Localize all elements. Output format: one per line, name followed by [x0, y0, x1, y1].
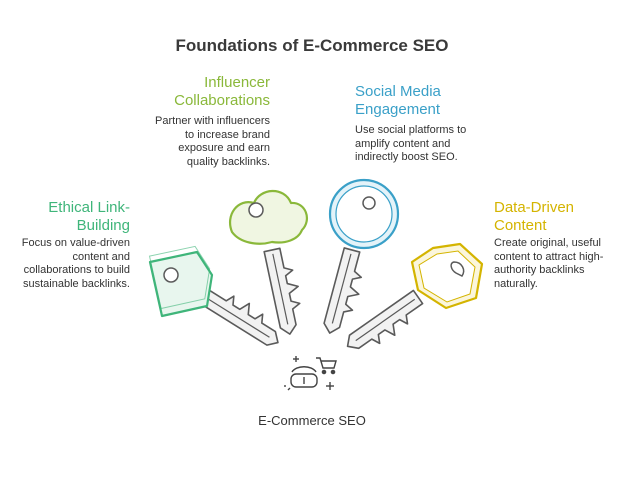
influencer-title-line-1: Influencer — [204, 74, 270, 91]
influencer-desc-line-4: quality backlinks. — [186, 155, 270, 168]
influencer-desc-line-2: to increase brand — [185, 128, 270, 141]
ethical-description: Focus on value-driven content and collab… — [10, 237, 130, 291]
influencer-desc-line-1: Partner with influencers — [155, 115, 270, 127]
data-title-line-1: Data-Driven — [494, 199, 575, 216]
data-title-line-2: Content — [494, 217, 547, 234]
influencer-title-line-2: Collaborations — [174, 92, 270, 109]
ethical-title-line-1: Ethical Link- — [48, 199, 130, 216]
social-desc-line-2: amplify content and — [355, 137, 451, 150]
ethical-key — [148, 245, 289, 351]
ethical-desc-line-4: sustainable backlinks. — [22, 277, 130, 290]
data-desc-line-3: authority backlinks — [494, 264, 585, 276]
ethical-title-line-2: Building — [76, 217, 130, 234]
social-description: Use social platforms to amplify content … — [355, 124, 495, 165]
ethical-title: Ethical Link- Building — [20, 199, 130, 235]
ethical-desc-line-2: content and — [72, 250, 131, 263]
data-key — [342, 242, 484, 362]
data-desc-line-2: content to attract high- — [494, 250, 604, 263]
page-title: Foundations of E-Commerce SEO — [175, 36, 449, 55]
influencer-description: Partner with influencers to increase bra… — [140, 115, 270, 169]
social-title: Social Media Engagement — [355, 83, 495, 119]
ethical-desc-line-1: Focus on value-driven — [21, 237, 130, 249]
influencer-key-bow — [229, 189, 308, 245]
social-title-line-2: Engagement — [355, 101, 441, 118]
social-desc-line-1: Use social platforms to — [355, 124, 467, 136]
social-key — [321, 178, 400, 339]
influencer-desc-line-3: exposure and earn — [178, 142, 270, 154]
vr-shopping-icon — [284, 356, 337, 391]
influencer-title: Influencer Collaborations — [130, 74, 270, 110]
data-title: Data-Driven Content — [494, 199, 614, 235]
data-desc-line-4: naturally. — [494, 277, 538, 290]
ethical-desc-line-3: collaborations to build — [23, 264, 130, 276]
data-desc-line-1: Create original, useful — [494, 237, 602, 249]
social-title-line-1: Social Media — [355, 83, 441, 100]
center-label: E-Commerce SEO — [258, 413, 366, 428]
data-description: Create original, useful content to attra… — [494, 237, 619, 291]
influencer-key — [229, 189, 309, 337]
ethical-key-bow — [148, 250, 214, 318]
social-desc-line-3: indirectly boost SEO. — [355, 151, 458, 163]
